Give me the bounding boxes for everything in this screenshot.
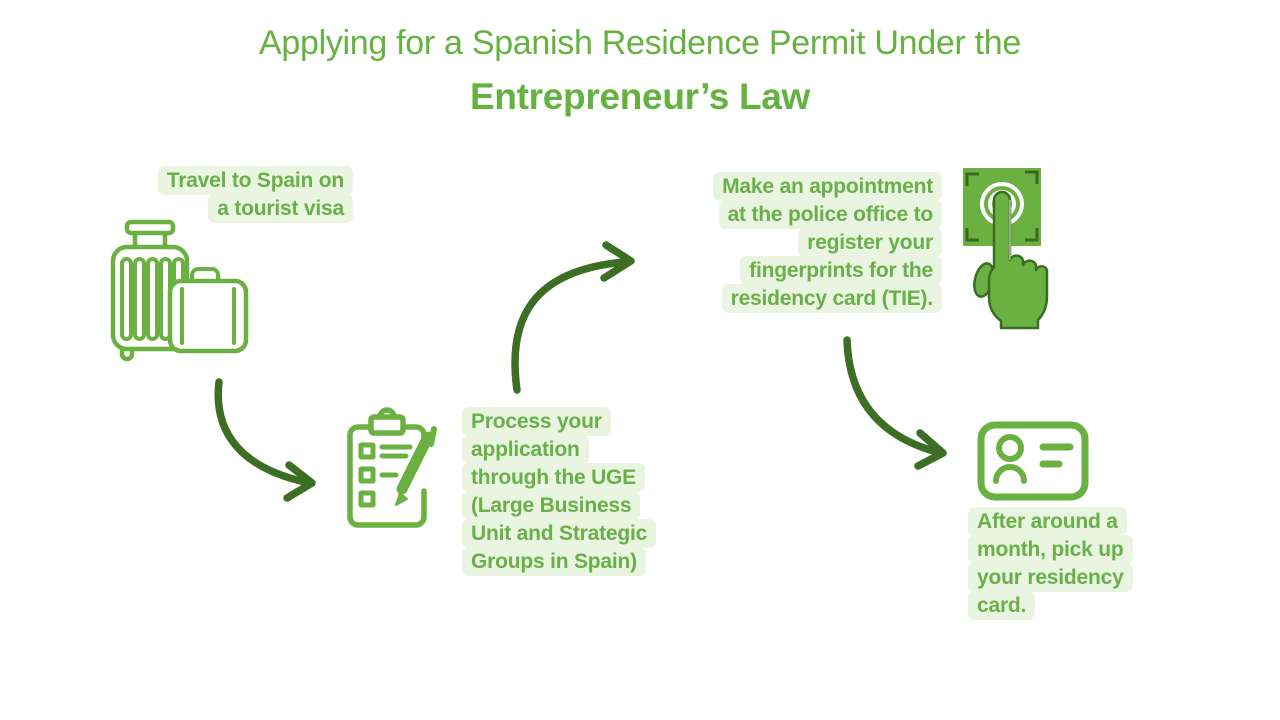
step-pickup-line: month, pick up bbox=[968, 535, 1133, 564]
step-process-textbox: Process your application through the UGE… bbox=[462, 407, 657, 576]
step-process-line: application bbox=[462, 435, 589, 464]
arrow-step1-to-step2 bbox=[214, 378, 316, 502]
step-travel-textbox: Travel to Spain on a tourist visa bbox=[157, 166, 353, 223]
step-fingerprint-line: residency card (TIE). bbox=[721, 284, 942, 313]
step-process-line: Groups in Spain) bbox=[462, 547, 646, 576]
step-travel-line: Travel to Spain on bbox=[157, 166, 353, 195]
luggage-icon bbox=[110, 219, 249, 362]
arrow-step2-to-step3 bbox=[511, 241, 635, 394]
clipboard-checklist-icon bbox=[347, 407, 437, 528]
step-fingerprint-line: register your bbox=[798, 228, 942, 257]
step-fingerprint-line: fingerprints for the bbox=[740, 256, 942, 285]
step-pickup-line: your residency bbox=[968, 563, 1133, 592]
step-travel-line: a tourist visa bbox=[208, 194, 353, 223]
step-fingerprint-textbox: Make an appointment at the police office… bbox=[713, 172, 942, 313]
step-pickup-textbox: After around a month, pick up your resid… bbox=[968, 507, 1133, 620]
step-pickup-line: After around a bbox=[968, 507, 1127, 536]
step-pickup-line: card. bbox=[968, 591, 1036, 620]
step-fingerprint-line: at the police office to bbox=[718, 200, 942, 229]
page-title-line1: Applying for a Spanish Residence Permit … bbox=[258, 24, 1022, 62]
fingerprint-scan-icon bbox=[963, 168, 1049, 330]
step-process-line: Unit and Strategic bbox=[462, 519, 657, 548]
step-process-line: (Large Business bbox=[462, 491, 641, 520]
page-title-line2: Entrepreneur’s Law bbox=[469, 76, 811, 117]
arrow-step3-to-step4 bbox=[843, 336, 947, 470]
step-process-line: through the UGE bbox=[462, 463, 645, 492]
step-fingerprint-line: Make an appointment bbox=[713, 172, 942, 201]
step-process-line: Process your bbox=[462, 407, 611, 436]
id-card-icon bbox=[977, 421, 1089, 501]
